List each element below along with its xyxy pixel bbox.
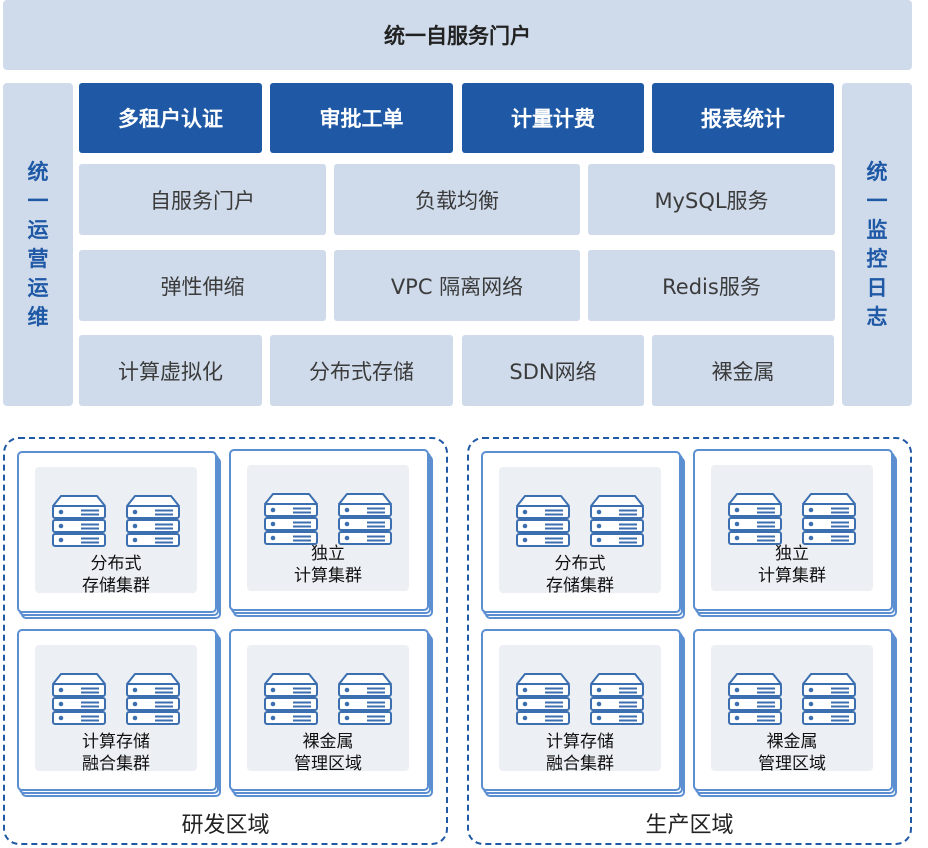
region-rnd: 分布式 存储集群 独立 计算集群 计算存储 融合集群 (3, 437, 448, 845)
base-cell: 分布式存储 (270, 335, 453, 406)
server-stack-icon (338, 673, 392, 725)
cluster-card: 分布式 存储集群 (481, 451, 685, 619)
cluster-label: 裸金属 管理区域 (758, 732, 826, 774)
right-bar-char: 监 (866, 217, 888, 242)
server-stack-icon (52, 673, 106, 725)
capability-cell: 负载均衡 (334, 164, 580, 235)
left-bar-char: 运 (27, 217, 49, 242)
cluster-card: 独立 计算集群 (229, 449, 433, 617)
server-stack-icon (802, 673, 856, 725)
server-stack-icon (590, 495, 644, 547)
cluster-card: 裸金属 管理区域 (229, 629, 433, 797)
server-stack-icon (728, 493, 782, 545)
left-bar-char: 维 (27, 304, 49, 329)
server-stack-icon (264, 673, 318, 725)
server-stack-icon (126, 495, 180, 547)
right-bar-char: 日 (866, 275, 888, 300)
capability-cell: 自服务门户 (79, 164, 326, 235)
left-bar-char: 统 (27, 159, 49, 184)
server-stack-icon (590, 673, 644, 725)
cluster-card: 计算存储 融合集群 (481, 629, 685, 797)
left-bar-char: 运 (27, 275, 49, 300)
server-stack-icon (338, 493, 392, 545)
base-cell: 计算虚拟化 (79, 335, 262, 406)
capability-cell: Redis服务 (588, 250, 835, 321)
server-stack-icon (802, 493, 856, 545)
base-cell: 裸金属 (652, 335, 834, 406)
cluster-label: 分布式 存储集群 (546, 554, 614, 596)
cluster-card: 分布式 存储集群 (17, 451, 221, 619)
capability-cell: 弹性伸缩 (79, 250, 326, 321)
region-production: 分布式 存储集群 独立 计算集群 计算存储 融合集群 (467, 437, 912, 845)
right-bar-char: 志 (866, 304, 888, 329)
top-portal-bar: 统一自服务门户 (3, 0, 912, 70)
server-stack-icon (126, 673, 180, 725)
server-stack-icon (728, 673, 782, 725)
cluster-label: 独立 计算集群 (758, 544, 826, 586)
left-bar-char: 一 (27, 188, 49, 213)
right-bar-char: 统 (866, 159, 888, 184)
right-bar-char: 一 (866, 188, 888, 213)
server-stack-icon (516, 495, 570, 547)
server-stack-icon (52, 495, 106, 547)
base-cell: SDN网络 (462, 335, 644, 406)
service-box-approval: 审批工单 (270, 83, 453, 153)
cluster-label: 计算存储 融合集群 (546, 732, 614, 774)
capability-cell: VPC 隔离网络 (334, 250, 580, 321)
service-box-reports: 报表统计 (652, 83, 834, 153)
server-stack-icon (264, 493, 318, 545)
cluster-label: 计算存储 融合集群 (82, 732, 150, 774)
cluster-label: 独立 计算集群 (294, 544, 362, 586)
service-box-metering: 计量计费 (462, 83, 644, 153)
service-box-multitenant-auth: 多租户认证 (79, 83, 262, 153)
cluster-label: 裸金属 管理区域 (294, 732, 362, 774)
region-label: 生产区域 (645, 813, 734, 838)
capability-cell: MySQL服务 (588, 164, 835, 235)
left-bar-char: 营 (27, 246, 49, 271)
right-monitor-bar: 统 一 监 控 日 志 (842, 83, 912, 406)
cluster-card: 独立 计算集群 (693, 449, 897, 617)
cluster-card: 计算存储 融合集群 (17, 629, 221, 797)
server-stack-icon (516, 673, 570, 725)
left-ops-bar: 统 一 运 营 运 维 (3, 83, 73, 406)
region-label: 研发区域 (181, 813, 270, 838)
right-bar-char: 控 (866, 246, 888, 271)
cluster-label: 分布式 存储集群 (82, 554, 150, 596)
cluster-card: 裸金属 管理区域 (693, 629, 897, 797)
